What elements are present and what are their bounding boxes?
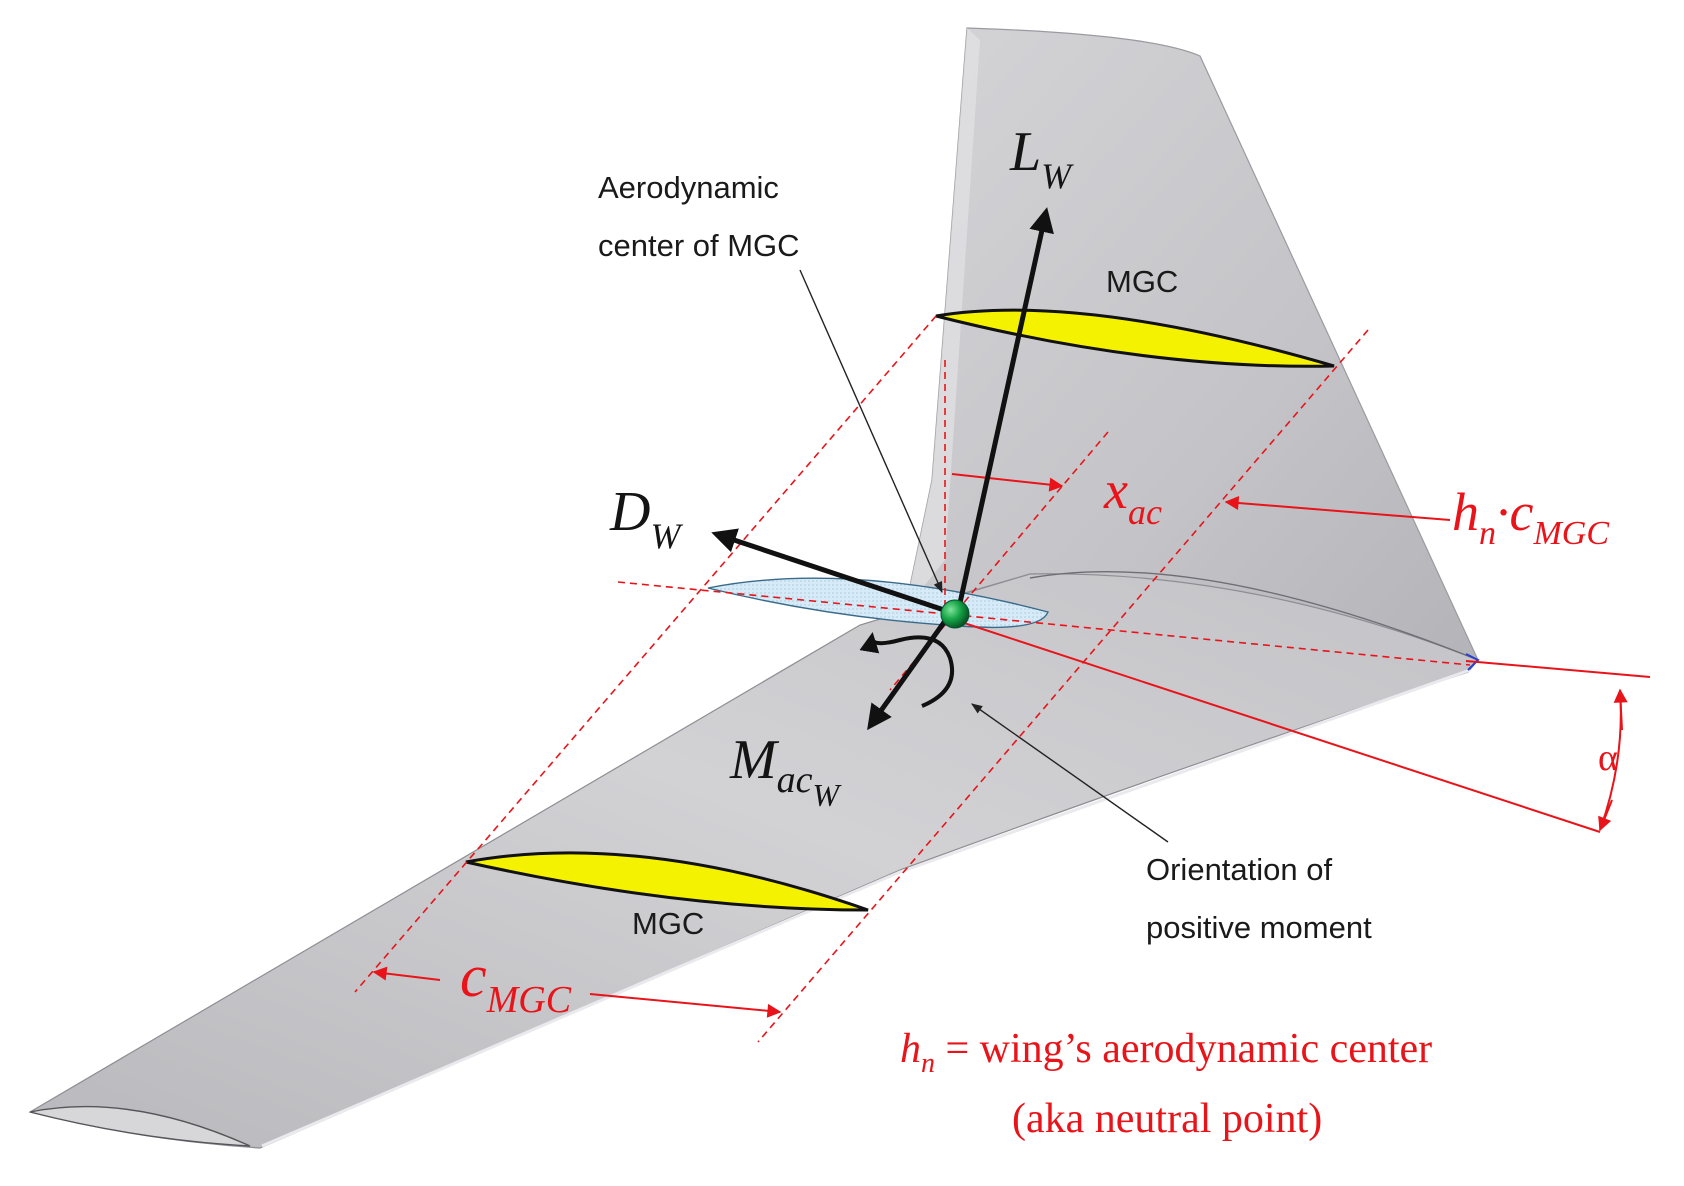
hn-label-main: h: [1452, 482, 1479, 542]
ac-annotation-line2: center of MGC: [598, 228, 800, 263]
hn-label-dot: ·: [1496, 482, 1510, 542]
orientation-annotation-line2: positive moment: [1146, 910, 1372, 945]
drag-label: DW: [609, 481, 683, 556]
orientation-leader: [971, 703, 1169, 843]
reference-line-inclined: [954, 619, 1601, 833]
cmgc-label-main: c: [460, 943, 487, 1009]
lift-label: LW: [1009, 121, 1074, 196]
lift-vector: [955, 207, 1054, 613]
mgc-label-bottom: MGC: [632, 906, 704, 941]
drag-label-sub: W: [650, 516, 683, 556]
mgc-leading-edge-guide: [354, 315, 937, 993]
moment-curl-arrow: [859, 632, 955, 708]
cmgc-arrow-left: [372, 966, 441, 981]
hn-label-c-sub: MGC: [1532, 515, 1609, 552]
aerodynamic-center-point: [940, 599, 970, 629]
xac-label-main: x: [1103, 460, 1128, 520]
hn-cmgc-arrow: [1224, 496, 1451, 521]
mgc-label-top: MGC: [1106, 264, 1178, 299]
moment-axis-vector: [867, 612, 953, 731]
moment-label-sub: ac: [777, 759, 813, 801]
ac-annotation-line1: Aerodynamic: [598, 170, 779, 205]
hn-cmgc-label: hn·cMGC: [1452, 482, 1609, 552]
equation-line1: hn = wing’s aerodynamic center: [900, 1026, 1432, 1079]
lift-label-main: L: [1009, 121, 1041, 183]
hn-label-c: c: [1510, 482, 1534, 542]
tip-marker: [1465, 653, 1480, 671]
equation-rest: = wing’s aerodynamic center: [935, 1026, 1432, 1072]
alpha-label: α: [1598, 737, 1618, 779]
cmgc-label: cMGC: [460, 943, 572, 1021]
lift-label-sub: W: [1041, 156, 1074, 196]
moment-label-subsub: W: [813, 777, 843, 813]
drag-vector: [711, 528, 951, 615]
trailing-edge-line: [261, 668, 1471, 1148]
xac-label-sub: ac: [1128, 492, 1162, 532]
chord-line: [617, 581, 1471, 666]
right-panel-shade: [905, 28, 980, 610]
alpha-arrow-up: [1613, 688, 1628, 731]
xac-arrow: [951, 473, 1064, 492]
tip-airfoil-outline: [29, 1105, 251, 1147]
moment-label: MacW: [729, 729, 843, 813]
alpha-arrow-down: [1598, 799, 1613, 832]
equation-line2: (aka neutral point): [1012, 1096, 1322, 1142]
xac-label: xac: [1103, 460, 1162, 532]
mgc-airfoil-bottom: [465, 851, 869, 912]
mgc-trailing-edge-guide: [757, 329, 1369, 1043]
drag-label-main: D: [609, 481, 650, 543]
root-airfoil-outline: [1029, 570, 1479, 661]
orientation-annotation-line1: Orientation of: [1146, 852, 1332, 887]
ac-leader: [799, 269, 943, 594]
hn-label-sub: n: [1479, 515, 1496, 552]
cmgc-label-sub: MGC: [486, 979, 572, 1021]
moment-label-main: M: [729, 729, 780, 791]
equation-h: h: [900, 1026, 921, 1072]
equation-n: n: [921, 1048, 935, 1079]
cmgc-arrow-right: [589, 993, 782, 1018]
reference-line-horizontal: [1465, 660, 1651, 678]
mgc-airfoil-top: [935, 308, 1335, 368]
